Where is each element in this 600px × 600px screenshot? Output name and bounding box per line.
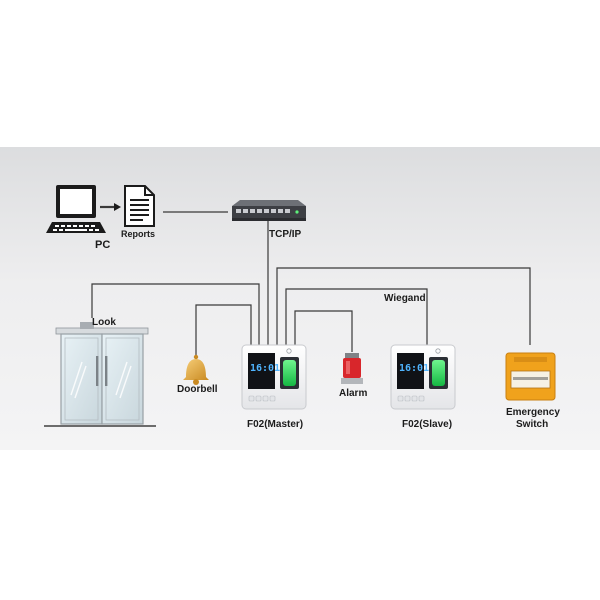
look-label: Look [92, 317, 116, 328]
alarm-icon [341, 353, 363, 384]
f02-master-device [241, 344, 307, 410]
master-label: F02(Master) [247, 419, 304, 430]
doorbell-label: Doorbell [177, 384, 218, 395]
fingerprint-sensor-icon [283, 360, 296, 386]
emergency-line [276, 267, 531, 345]
emergency-switch-icon [505, 352, 556, 401]
emergency-label-line2: Switch [516, 419, 549, 430]
pc-icon [46, 185, 106, 233]
fingerprint-sensor-icon [432, 360, 445, 386]
doorbell-line [195, 304, 252, 357]
wiring [91, 205, 531, 357]
wiegand-label: Wiegand [384, 293, 426, 304]
wiegand-line [285, 288, 428, 345]
emergency-label-line1: Emergency [506, 407, 560, 418]
network-switch-icon [232, 200, 306, 221]
slave-screen-time: 16:01 [399, 363, 430, 374]
alarm-label: Alarm [339, 388, 368, 399]
slave-label: F02(Slave) [402, 419, 453, 430]
master-screen-time: 16:01 [250, 363, 281, 374]
arrow-head-icon [114, 203, 121, 211]
lock-device-icon [80, 322, 94, 329]
glass-door-icon [44, 322, 156, 427]
reports-label: Reports [121, 229, 156, 239]
tcpip-label: TCP/IP [269, 229, 302, 240]
reports-icon [124, 185, 155, 227]
alarm-line [294, 310, 353, 352]
doorbell-icon [183, 354, 209, 385]
pc-label: PC [95, 239, 111, 251]
f02-slave-device [390, 344, 456, 410]
lock-line [91, 283, 260, 345]
